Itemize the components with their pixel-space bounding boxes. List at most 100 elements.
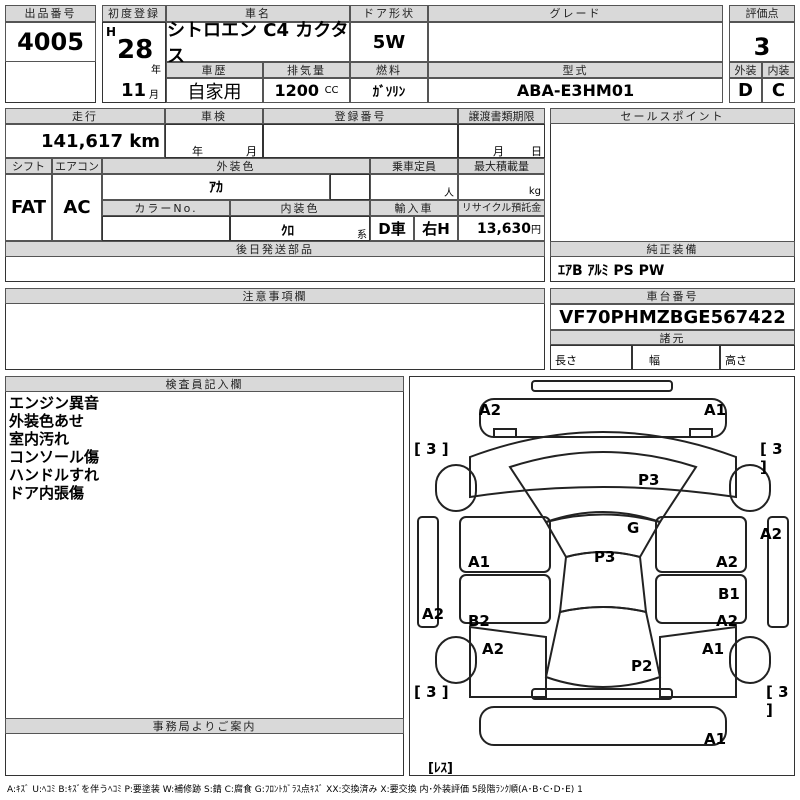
model-label: 型式 xyxy=(428,62,723,78)
era: H xyxy=(106,25,117,39)
ext-color-extra xyxy=(330,174,370,200)
history-label: 車歴 xyxy=(166,62,263,78)
max-load-label: 最大積載量 xyxy=(458,158,545,174)
displacement: 1200 CC xyxy=(263,78,350,103)
import-label: 輸入車 xyxy=(370,200,458,216)
int-color-cell: ｸﾛ 系 xyxy=(230,216,370,241)
ac-label: エアコン xyxy=(52,158,102,174)
reg-no-label: 登録番号 xyxy=(263,108,458,124)
import-type: D車 xyxy=(370,216,414,241)
mark: B1 xyxy=(718,585,740,603)
displacement-unit: CC xyxy=(324,85,339,96)
grade-label: グレード xyxy=(428,5,723,22)
car-outline-icon xyxy=(417,380,789,746)
mark: A2 xyxy=(482,640,505,658)
reg-month: 11 xyxy=(121,80,147,101)
recycle-value: 13,630 xyxy=(476,220,531,237)
score-label: 評価点 xyxy=(729,5,795,22)
int-score: C xyxy=(762,78,795,103)
capacity-label: 乗車定員 xyxy=(370,158,458,174)
car-diagram: [ 3 ] [ 3 ] [ 3 ] [ 3 ] [ﾚｽ] A2 A1 P3 G … xyxy=(409,376,795,776)
first-reg-cell: H 28 年 11 月 xyxy=(102,22,166,103)
ext-score-label: 外装 xyxy=(729,62,762,78)
recycle-label: リサイクル預託金 xyxy=(458,200,545,216)
year-unit: 年 xyxy=(151,65,161,76)
note: エンジン異音 xyxy=(9,394,100,412)
handle-side: 右H xyxy=(414,216,458,241)
first-reg-label: 初度登録 xyxy=(102,5,166,22)
office-label: 事務局よりご案内 xyxy=(5,718,404,734)
tire-rear-left: [ 3 ] xyxy=(414,683,449,701)
mark: A1 xyxy=(702,640,725,658)
insp-year-unit: 年 xyxy=(192,145,203,158)
ext-color-label: 外装色 xyxy=(102,158,370,174)
car-name-label: 車名 xyxy=(166,5,350,22)
later-parts-label: 後日発送部品 xyxy=(5,241,545,257)
spare-tire: [ﾚｽ] xyxy=(428,761,453,776)
displacement-value: 1200 xyxy=(274,81,319,100)
transfer-day-unit: 日 xyxy=(531,145,542,158)
tire-rear-right: [ 3 ] xyxy=(766,683,789,719)
lot-number: 4005 xyxy=(5,22,96,62)
color-no-cell xyxy=(102,216,230,241)
chassis-number: VF70PHMZBGE567422 xyxy=(550,304,795,330)
note: コンソール傷 xyxy=(9,448,100,466)
int-color: ｸﾛ xyxy=(281,224,294,239)
note: ハンドルすれ xyxy=(9,466,100,484)
note: 外装色あせ xyxy=(9,412,85,430)
air-conditioner: AC xyxy=(52,174,102,241)
door-type: 5W xyxy=(350,22,428,62)
mark: A1 xyxy=(468,553,491,571)
mark: A1 xyxy=(704,401,727,419)
mark: A2 xyxy=(422,605,445,623)
fuel: ｶﾞｿﾘﾝ xyxy=(350,78,428,103)
mark: P3 xyxy=(594,548,616,566)
tire-front-left: [ 3 ] xyxy=(414,440,449,458)
inspector-notes: エンジン異音 外装色あせ 室内汚れ コンソール傷 ハンドルすれ ドア内張傷 xyxy=(9,394,99,502)
int-color-label: 内装色 xyxy=(230,200,370,216)
ext-color: ｱｶ xyxy=(102,174,330,200)
history: 自家用 xyxy=(166,78,263,103)
color-no-label: カラーNo. xyxy=(102,200,230,216)
lot-label: 出品番号 xyxy=(5,5,96,22)
int-color-suffix: 系 xyxy=(357,230,367,241)
legend: A:ｷｽﾞ U:ﾍｺﾐ B:ｷｽﾞを伴うﾍｺﾐ P:要塗装 W:補修跡 S:錆 … xyxy=(7,785,583,795)
spec-height: 高さ xyxy=(720,345,795,370)
recycle-unit: 円 xyxy=(531,225,541,236)
mileage-value: 141,617 xyxy=(41,130,123,152)
sales-point-label: セールスポイント xyxy=(550,108,795,124)
grade xyxy=(428,22,723,62)
int-score-label: 内装 xyxy=(762,62,795,78)
spec-label: 諸元 xyxy=(550,330,795,345)
inspection-label: 車検 xyxy=(165,108,263,124)
inspection-cell: 年 月 xyxy=(165,124,263,158)
ext-score: D xyxy=(729,78,762,103)
reg-year: 28 xyxy=(117,35,154,65)
mark: B2 xyxy=(468,612,490,630)
note: 室内汚れ xyxy=(9,430,70,448)
capacity-unit: 人 xyxy=(370,174,458,200)
spec-length: 長さ xyxy=(550,345,632,370)
note: ドア内張傷 xyxy=(9,484,85,502)
overall-score: 3 xyxy=(729,22,795,62)
shift-label: シフト xyxy=(5,158,52,174)
displacement-label: 排気量 xyxy=(263,62,350,78)
door-label: ドア形状 xyxy=(350,5,428,22)
mileage-label: 走行 xyxy=(5,108,165,124)
mark: A1 xyxy=(704,730,727,748)
month-unit: 月 xyxy=(149,90,159,101)
reg-no-cell xyxy=(263,124,458,158)
inspector-label: 検査員記入欄 xyxy=(5,376,404,392)
mark: G xyxy=(627,519,640,537)
fuel-label: 燃料 xyxy=(350,62,428,78)
mark: A2 xyxy=(479,401,502,419)
chassis-label: 車台番号 xyxy=(550,288,795,304)
mark: A2 xyxy=(716,553,739,571)
max-load-unit: kg xyxy=(458,174,545,200)
mark: P2 xyxy=(631,657,653,675)
mileage-unit: km xyxy=(129,130,160,152)
transfer-month-unit: 月 xyxy=(493,145,504,158)
mark: A2 xyxy=(716,612,739,630)
car-name: シトロエン C4 カクタス xyxy=(166,20,350,67)
